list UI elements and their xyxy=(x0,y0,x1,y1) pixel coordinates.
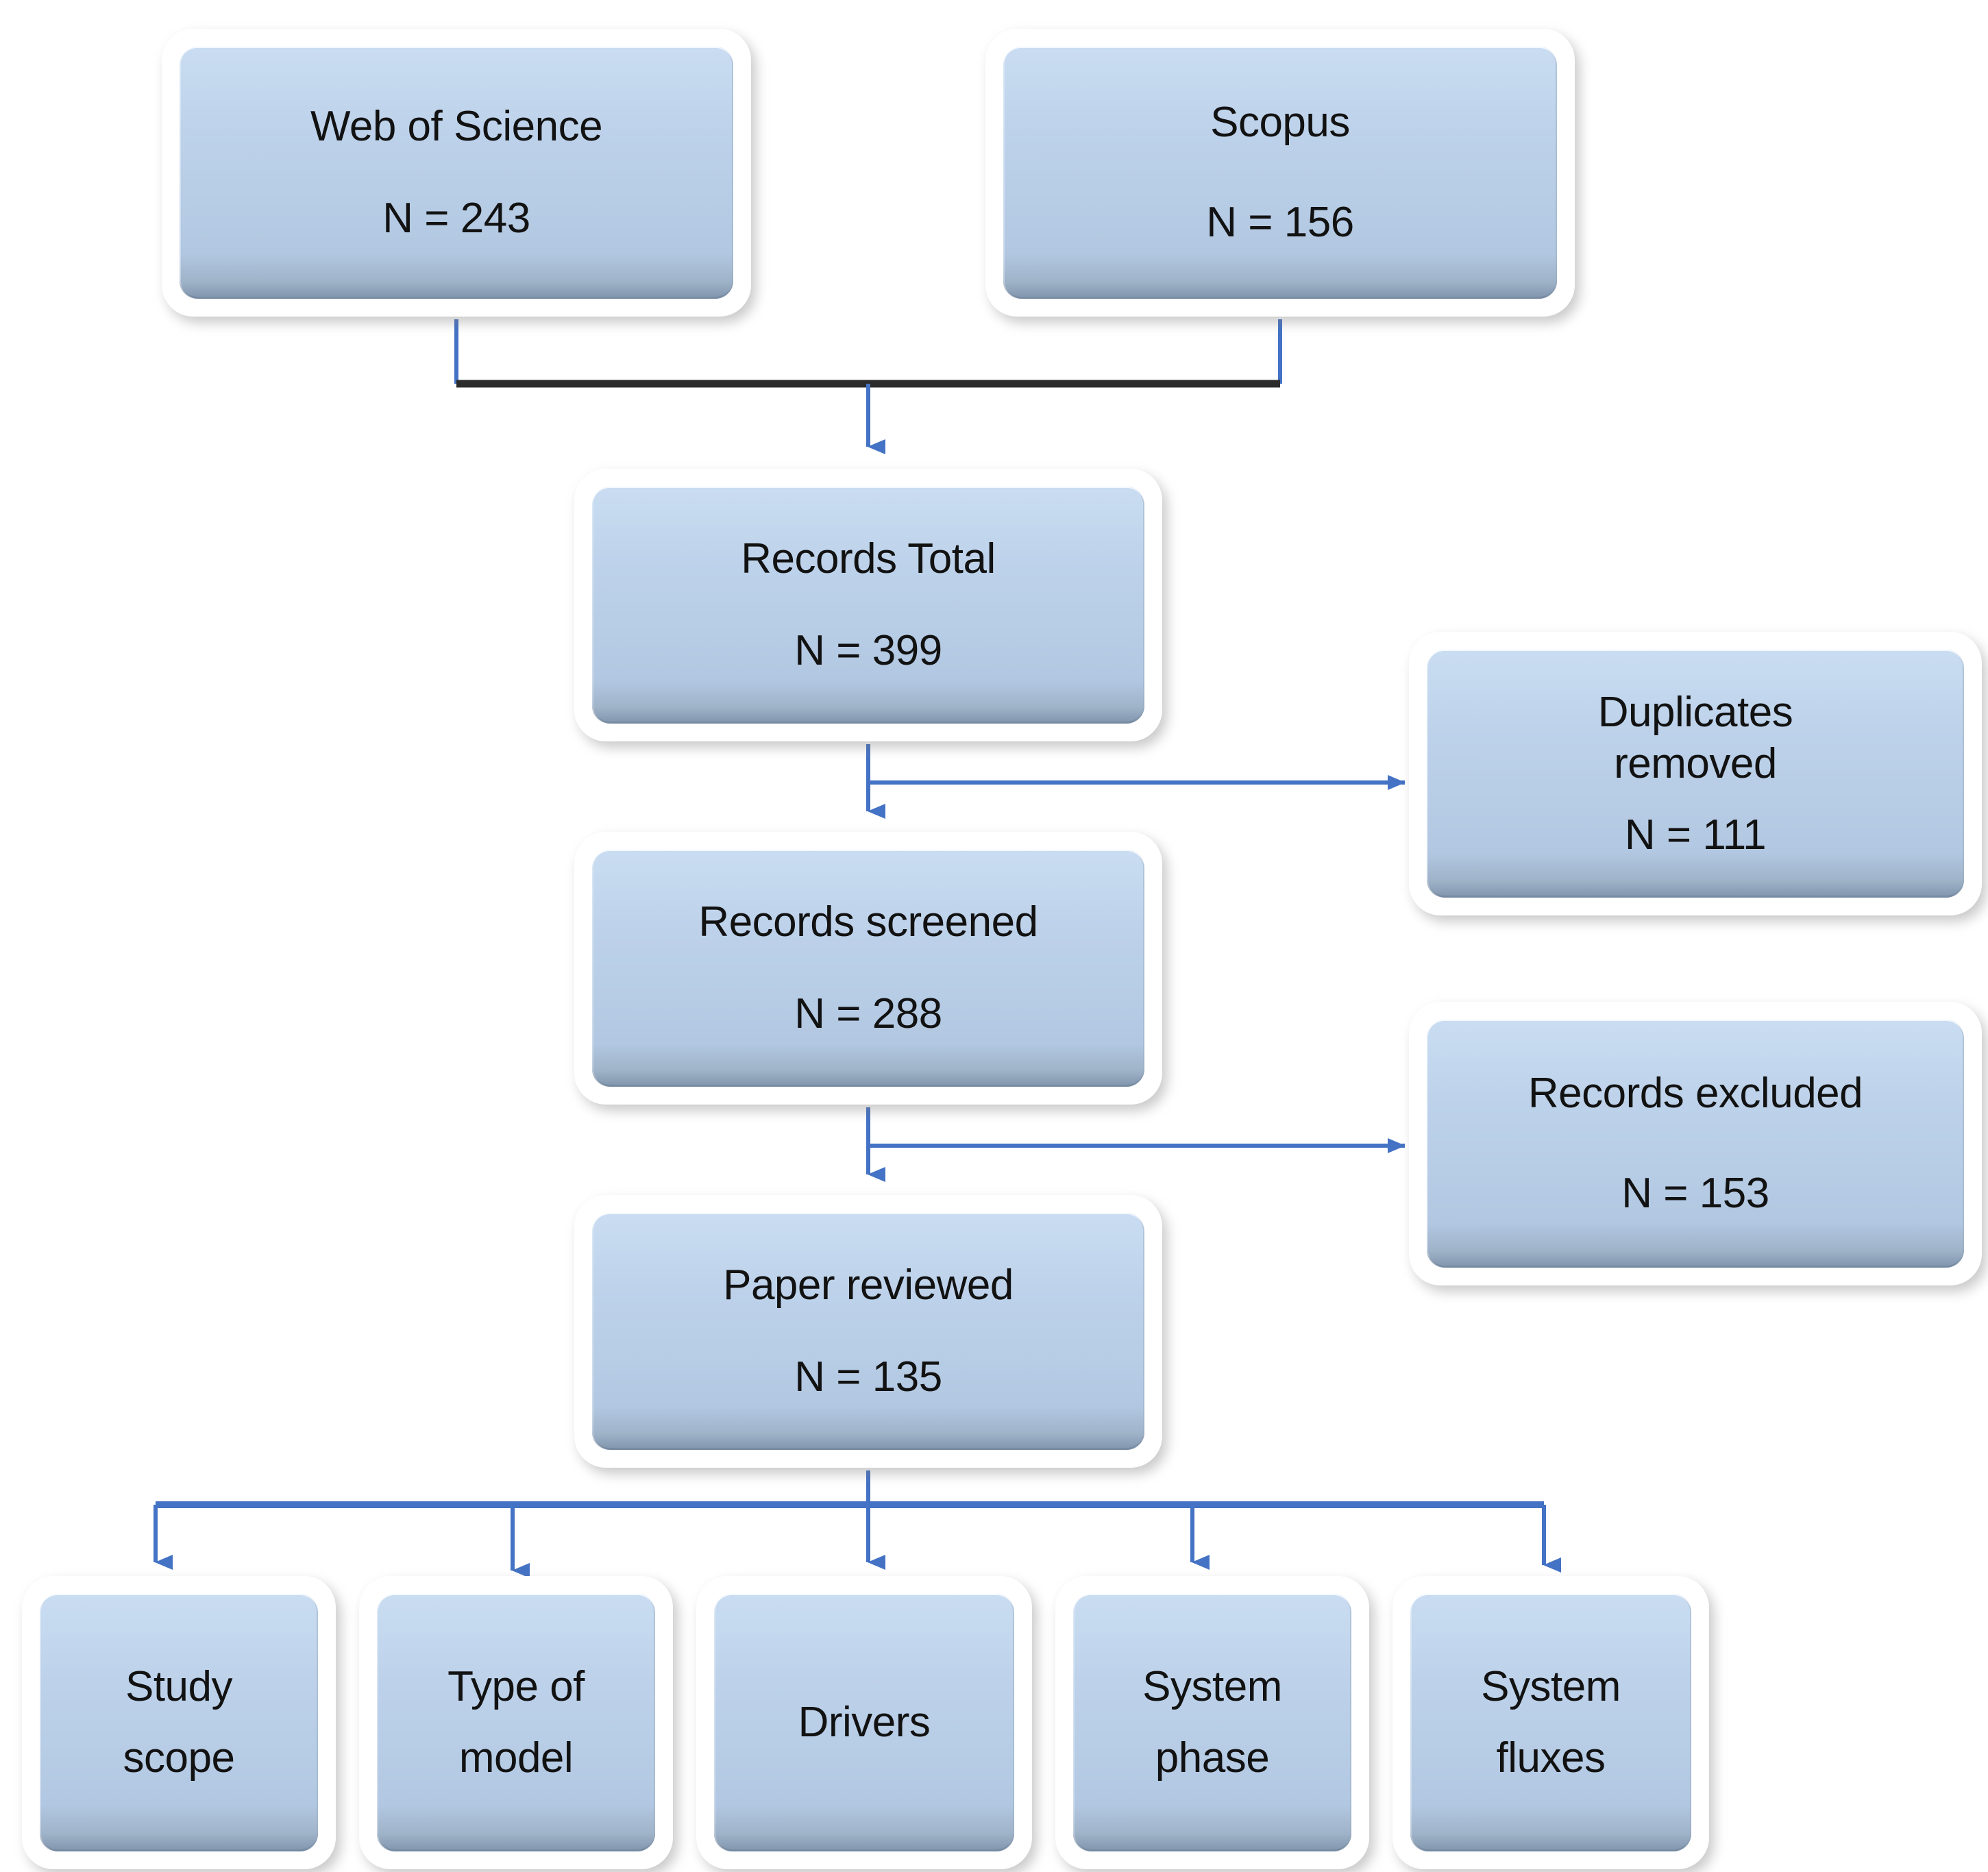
node-scopus[interactable]: Scopus N = 156 xyxy=(985,29,1575,317)
node-category-drivers-body: Drivers xyxy=(714,1594,1014,1851)
node-records-screened-label: Records screened xyxy=(698,898,1038,946)
node-paper-reviewed-body: Paper reviewed N = 135 xyxy=(592,1213,1144,1450)
node-duplicates-removed-count: N = 111 xyxy=(1624,811,1767,859)
node-duplicates-removed[interactable]: Duplicates removed N = 111 xyxy=(1409,632,1982,915)
edge-reviewed-to-categories xyxy=(154,1470,1561,1578)
node-records-total-body: Records Total N = 399 xyxy=(592,487,1144,724)
node-records-excluded-label: Records excluded xyxy=(1527,1070,1863,1118)
node-records-excluded-body: Records excluded N = 153 xyxy=(1427,1020,1964,1268)
category-label-line1: Drivers xyxy=(798,1699,931,1747)
category-label-line1: Type of xyxy=(447,1663,585,1711)
node-category-system-fluxes[interactable]: System fluxes xyxy=(1392,1576,1709,1869)
node-records-excluded-count: N = 153 xyxy=(1621,1170,1769,1217)
node-web-of-science-count: N = 243 xyxy=(382,195,530,242)
category-label-line1: Study xyxy=(125,1663,233,1711)
node-category-study-scope[interactable]: Study scope xyxy=(22,1576,336,1869)
node-category-study-scope-body: Study scope xyxy=(40,1594,318,1851)
node-category-system-phase-body: System phase xyxy=(1073,1594,1351,1851)
node-web-of-science-label: Web of Science xyxy=(310,103,603,151)
node-duplicates-removed-body: Duplicates removed N = 111 xyxy=(1427,650,1964,898)
node-records-screened-body: Records screened N = 288 xyxy=(592,850,1144,1087)
node-records-screened[interactable]: Records screened N = 288 xyxy=(574,832,1162,1105)
node-category-system-phase[interactable]: System phase xyxy=(1055,1576,1369,1869)
node-records-screened-count: N = 288 xyxy=(794,990,942,1037)
category-label-line1: System xyxy=(1142,1663,1282,1711)
node-records-total-label: Records Total xyxy=(741,535,996,583)
category-label-line2: model xyxy=(458,1734,574,1782)
node-paper-reviewed-count: N = 135 xyxy=(794,1353,942,1401)
category-label-line1: System xyxy=(1481,1663,1621,1711)
node-web-of-science[interactable]: Web of Science N = 243 xyxy=(162,29,751,317)
node-scopus-label: Scopus xyxy=(1210,99,1350,147)
node-scopus-body: Scopus N = 156 xyxy=(1003,47,1557,299)
node-category-type-of-model[interactable]: Type of model xyxy=(359,1576,673,1869)
node-category-type-of-model-body: Type of model xyxy=(377,1594,655,1851)
node-duplicates-removed-label-line1: Duplicates xyxy=(1597,688,1793,736)
node-paper-reviewed[interactable]: Paper reviewed N = 135 xyxy=(574,1195,1162,1468)
node-records-excluded[interactable]: Records excluded N = 153 xyxy=(1409,1002,1982,1285)
node-records-total[interactable]: Records Total N = 399 xyxy=(574,469,1162,741)
node-scopus-count: N = 156 xyxy=(1206,199,1354,246)
node-web-of-science-body: Web of Science N = 243 xyxy=(180,47,733,299)
node-category-drivers[interactable]: Drivers xyxy=(696,1576,1032,1869)
node-duplicates-removed-label-line2: removed xyxy=(1614,740,1777,788)
category-label-line2: phase xyxy=(1155,1734,1270,1782)
edge-sources-to-total xyxy=(454,319,1282,454)
category-label-line2: fluxes xyxy=(1496,1734,1606,1782)
node-category-system-fluxes-body: System fluxes xyxy=(1410,1594,1691,1851)
node-paper-reviewed-label: Paper reviewed xyxy=(723,1261,1014,1309)
category-label-line2: scope xyxy=(123,1734,235,1782)
node-records-total-count: N = 399 xyxy=(794,627,942,674)
